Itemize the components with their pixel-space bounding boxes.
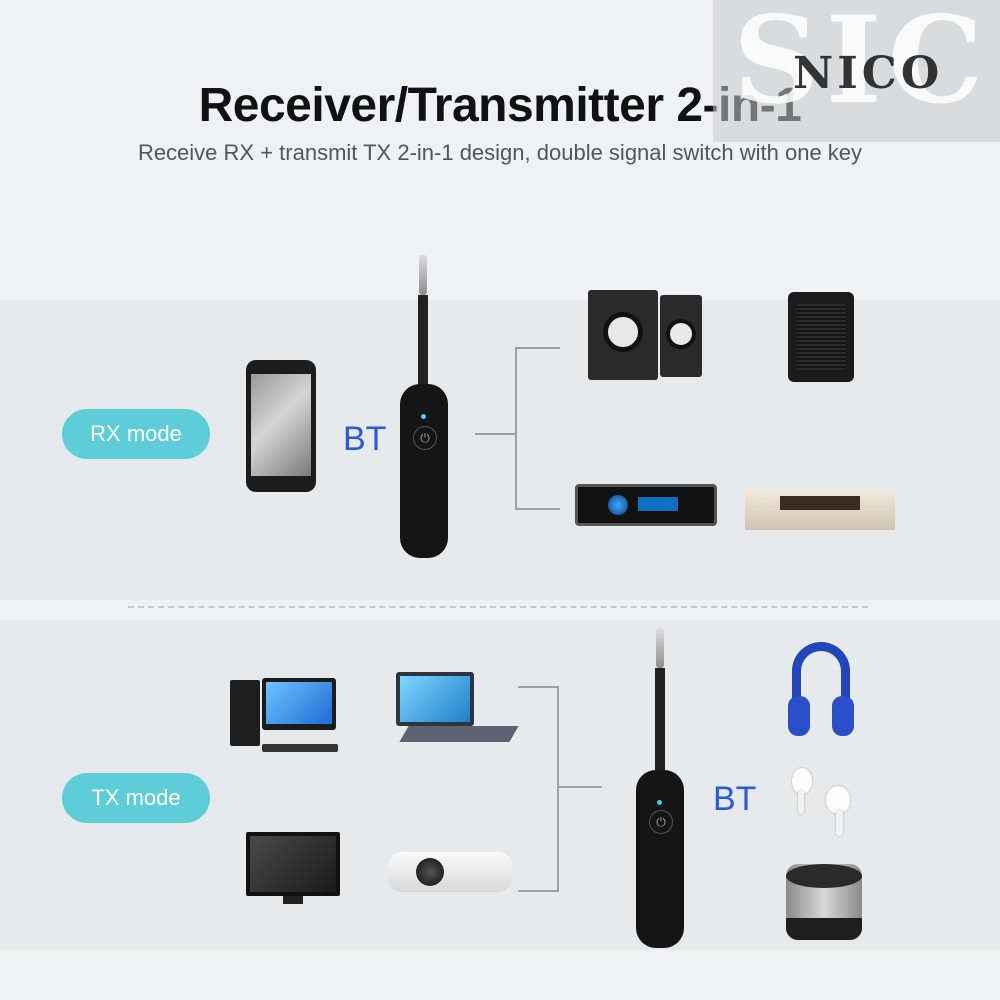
portable-speaker-icon xyxy=(786,864,862,940)
rx-bt-label: BT xyxy=(343,420,387,458)
tx-mode-badge: TX mode xyxy=(62,773,210,823)
headphones-icon xyxy=(788,640,858,740)
desktop-monitor-icon xyxy=(262,678,336,730)
earbud-icon xyxy=(826,786,850,814)
tx-bt-label: BT xyxy=(713,780,757,818)
tx-connector-line xyxy=(518,686,558,688)
rx-connector-line xyxy=(515,347,560,349)
tx-cable xyxy=(655,668,665,770)
pa-speaker-icon xyxy=(788,292,854,382)
laptop-keyboard xyxy=(399,726,519,742)
watermark-logo: SIC NICO xyxy=(713,0,1000,142)
page-subtitle: Receive RX + transmit TX 2-in-1 design, … xyxy=(137,140,863,165)
rx-audio-jack-icon xyxy=(419,255,427,295)
projector-icon xyxy=(388,852,512,892)
tx-power-icon: ⏻ xyxy=(649,810,673,834)
section-divider xyxy=(128,606,868,608)
page-title: Receiver/Transmitter 2-in-1 xyxy=(198,79,802,132)
television-stand xyxy=(283,896,303,904)
car-stereo-icon xyxy=(575,484,717,526)
rx-power-icon: ⏻ xyxy=(413,426,437,450)
rx-connector-line xyxy=(515,347,517,510)
tx-connector-line xyxy=(557,786,602,788)
earbud-stem xyxy=(798,790,804,814)
rx-bluetooth-adapter-icon: ⏻ xyxy=(400,384,448,558)
rx-connector-line xyxy=(515,508,560,510)
rx-mode-badge: RX mode xyxy=(62,409,210,459)
earbud-stem xyxy=(836,810,843,836)
television-icon xyxy=(246,832,340,896)
laptop-icon xyxy=(396,672,474,726)
earbud-icon xyxy=(792,768,812,794)
tx-connector-line xyxy=(518,890,558,892)
keyboard-icon xyxy=(262,744,338,752)
rx-connector-line xyxy=(475,433,515,435)
watermark-small-text: NICO xyxy=(793,48,944,99)
watermark-large-text: SIC xyxy=(733,0,990,131)
tx-bluetooth-adapter-icon: ⏻ xyxy=(636,770,684,948)
rx-cable xyxy=(418,295,428,385)
computer-speaker-icon xyxy=(660,295,702,377)
tx-connector-line xyxy=(557,686,559,892)
tx-audio-jack-icon xyxy=(656,628,664,668)
computer-speaker-icon xyxy=(588,290,658,380)
amplifier-icon xyxy=(745,490,895,530)
desktop-tower-icon xyxy=(230,680,260,746)
smartphone-icon xyxy=(246,360,316,492)
